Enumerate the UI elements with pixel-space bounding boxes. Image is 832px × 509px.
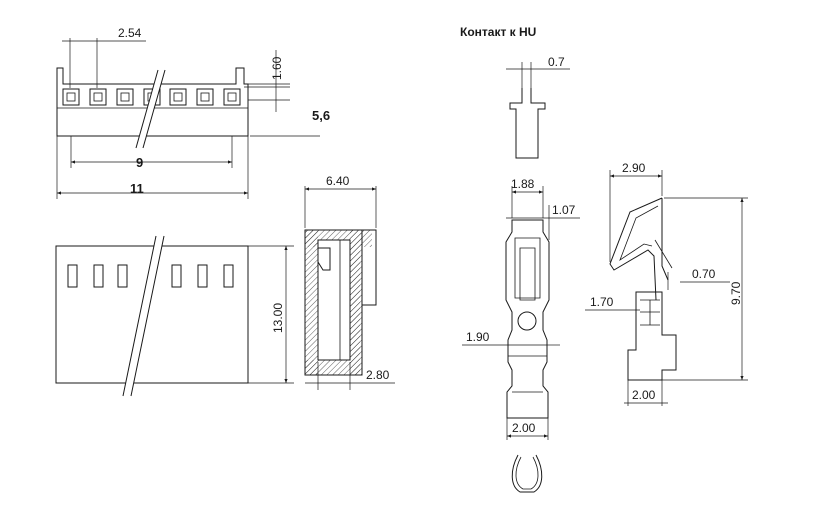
dim-height: 5,6: [312, 108, 330, 123]
dim-lock-height: 1.60: [270, 56, 284, 80]
dim-tip-width: 1.07: [552, 203, 576, 217]
dim-side-height: 9.70: [729, 281, 743, 305]
dim-body-height: 13.00: [271, 303, 285, 333]
dim-pitch: 2.54: [118, 26, 142, 40]
housing-front-view: 2.54 1.60 5,6 9 11: [56, 26, 330, 199]
dim-outer-span: 11: [130, 181, 144, 196]
dim-pin-width: 0.7: [548, 55, 565, 69]
dim-side-base: 2.00: [632, 388, 656, 402]
dim-side-gap: 0.70: [692, 267, 716, 281]
dim-base-width: 2.00: [512, 421, 536, 435]
housing-bottom-view: 13.00: [55, 235, 294, 397]
contact-pin-top: 0.7: [506, 55, 570, 159]
housing-section-view: 6.40 2.80: [304, 174, 395, 390]
dim-side-top: 2.90: [622, 161, 646, 175]
contact-side-view: 2.90 0.70 1.70 9.70 2.00: [585, 161, 748, 406]
dim-head-width: 1.88: [511, 177, 535, 191]
dim-side-lance: 1.70: [590, 295, 614, 309]
dim-inner-span: 9: [136, 155, 143, 170]
dim-crimp-width: 1.90: [466, 330, 490, 344]
contact-flat-view: 1.88 1.07 1.90 2.00: [462, 177, 580, 493]
break-line: [135, 69, 166, 149]
dim-depth: 6.40: [326, 174, 350, 188]
bottom-slots: [67, 264, 234, 288]
dim-wall: 2.80: [366, 368, 390, 382]
break-line-bottom: [122, 235, 165, 397]
drawing-title: Контакт к HU: [460, 25, 536, 39]
